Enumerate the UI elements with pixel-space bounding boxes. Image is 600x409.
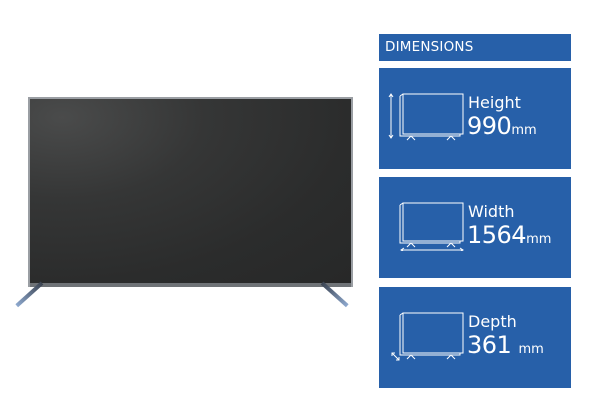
height-label: Height <box>468 93 521 112</box>
tv-height-icon <box>388 93 464 141</box>
width-label: Width <box>468 202 515 221</box>
tv-frame <box>28 97 353 287</box>
dimensions-header: DIMENSIONS <box>379 34 571 61</box>
depth-label: Depth <box>468 312 517 331</box>
tv-bottom-bezel <box>30 283 351 287</box>
width-panel: Width 1564mm <box>379 177 571 278</box>
height-panel: Height 990mm <box>379 68 571 169</box>
depth-panel: Depth 361 mm <box>379 287 571 388</box>
height-value: 990mm <box>467 112 537 140</box>
tv-width-icon <box>399 202 464 251</box>
depth-value: 361 mm <box>467 331 544 359</box>
tv-depth-icon <box>391 312 464 361</box>
width-value: 1564mm <box>467 221 552 249</box>
tv-screen <box>30 99 351 283</box>
